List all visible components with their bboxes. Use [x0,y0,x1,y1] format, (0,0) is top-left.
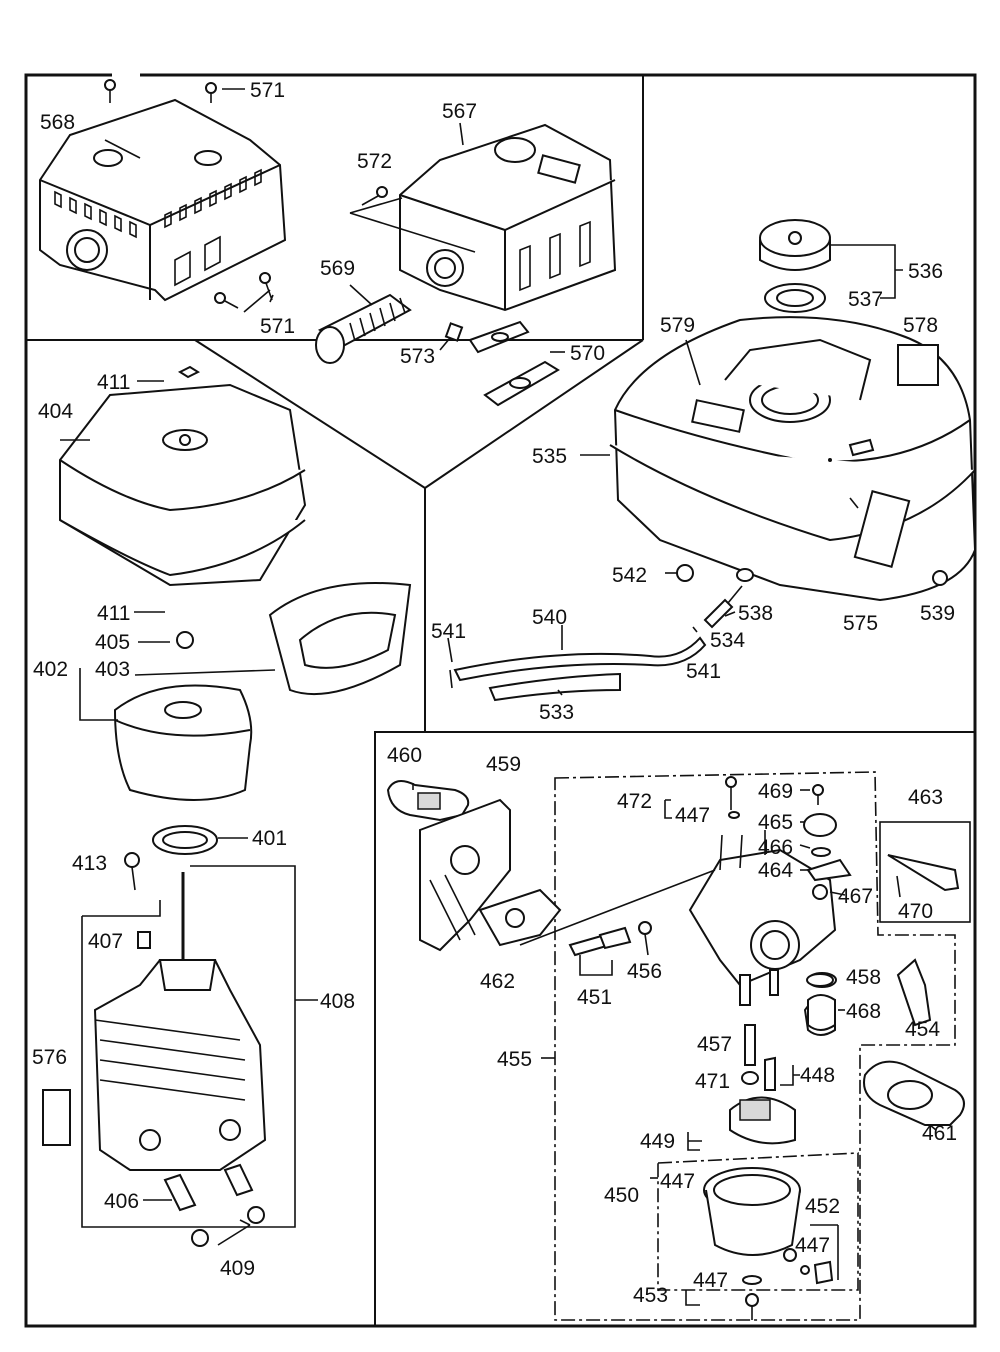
part-label-568: 568 [40,111,75,134]
part-label-471: 471 [695,1070,730,1093]
part-label-457: 457 [697,1033,732,1056]
gasket-461 [863,1060,965,1126]
part-label-466: 466 [758,836,793,859]
part-label-402: 402 [33,658,68,681]
part-label-539: 539 [920,602,955,625]
part-label-576: 576 [32,1046,67,1069]
part-label-447: 447 [660,1170,695,1193]
part-label-452: 452 [805,1195,840,1218]
part-label-454: 454 [905,1018,940,1041]
part-label-579: 579 [660,314,695,337]
part-label-537: 537 [848,288,883,311]
part-label-540: 540 [532,606,567,629]
part-label-468: 468 [846,1000,881,1023]
label-578 [897,344,939,386]
part-label-411: 411 [97,371,130,394]
part-label-575: 575 [843,612,878,635]
frame [24,73,977,1328]
part-label-571: 571 [260,315,295,338]
paper-element-402 [79,631,276,801]
part-label-455: 455 [497,1048,532,1071]
part-label-578: 578 [903,314,938,337]
part-label-456: 456 [627,960,662,983]
part-label-461: 461 [922,1122,957,1145]
carb-small-parts [568,776,960,1320]
muffler-guard-567 [399,123,617,312]
screw-572 [349,186,476,253]
gasket-401 [152,825,248,855]
part-label-447: 447 [675,804,710,827]
part-label-411: 411 [97,602,130,625]
part-label-460: 460 [387,744,422,767]
carb-group-frame [554,771,971,1321]
part-label-459: 459 [486,753,521,776]
part-label-463: 463 [908,786,943,809]
bolt-571 [104,79,274,313]
part-label-542: 542 [612,564,647,587]
fuel-tank-535 [580,316,977,602]
fuel-valve-and-lines [449,564,948,702]
shroud-568 [39,98,287,302]
insulator-460-459-462 [386,780,562,952]
part-label-448: 448 [800,1064,835,1087]
spark-arrester-569 [315,284,412,364]
part-label-533: 533 [539,701,574,724]
part-label-541: 541 [431,620,466,643]
part-label-458: 458 [846,966,881,989]
leader-lines [104,122,937,1306]
part-label-401: 401 [252,827,287,850]
gaskets-570-573 [439,320,565,407]
part-label-571: 571 [250,79,285,102]
part-label-567: 567 [442,100,477,123]
part-label-409: 409 [220,1257,255,1280]
part-label-573: 573 [400,345,435,368]
part-label-569: 569 [320,257,355,280]
part-label-465: 465 [758,811,793,834]
fuel-cap-536 [759,219,903,313]
part-labels: 568 571 571 567 572 569 573 570 536 537 … [32,79,957,1307]
part-label-536: 536 [908,260,943,283]
part-label-462: 462 [480,970,515,993]
part-label-470: 470 [898,900,933,923]
air-cleaner-base-408 [81,852,318,1247]
part-label-538: 538 [738,602,773,625]
part-label-451: 451 [577,986,612,1009]
part-label-453: 453 [633,1284,668,1307]
part-label-449: 449 [640,1130,675,1153]
part-label-469: 469 [758,780,793,803]
part-label-447: 447 [693,1269,728,1292]
part-label-535: 535 [532,445,567,468]
part-label-467: 467 [838,885,873,908]
part-label-413: 413 [72,852,107,875]
foam-element-403 [268,582,412,696]
air-cleaner-cover-404 [59,365,307,587]
part-label-450: 450 [604,1184,639,1207]
part-label-447: 447 [795,1234,830,1257]
part-label-405: 405 [95,631,130,654]
part-label-404: 404 [38,400,73,423]
part-label-534: 534 [710,629,745,652]
part-label-464: 464 [758,859,793,882]
part-label-541: 541 [686,660,721,683]
part-label-408: 408 [320,990,355,1013]
part-label-472: 472 [617,790,652,813]
part-label-406: 406 [104,1190,139,1213]
part-label-403: 403 [95,658,130,681]
part-label-572: 572 [357,150,392,173]
part-label-407: 407 [88,930,123,953]
label-576 [42,1089,71,1146]
part-label-570: 570 [570,342,605,365]
